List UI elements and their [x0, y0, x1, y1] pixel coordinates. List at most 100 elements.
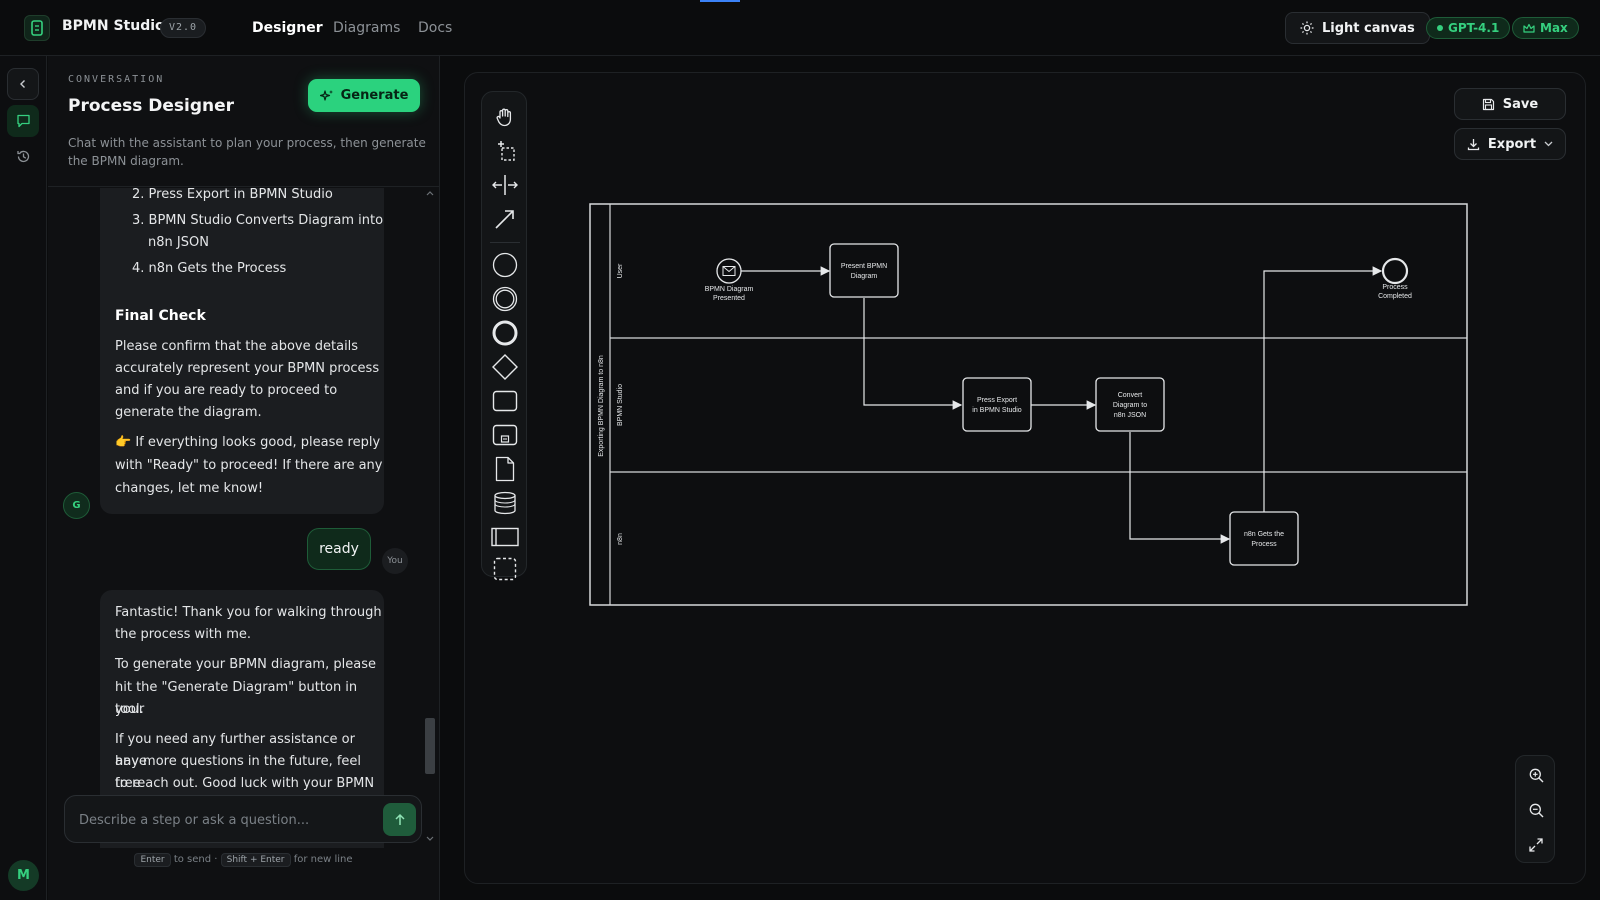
task-label: Process	[1251, 541, 1277, 548]
gateway-icon	[492, 354, 518, 380]
tool-divider	[490, 242, 520, 243]
keyboard-hint: Enter to send · Shift + Enter for new li…	[48, 853, 439, 867]
plan-badge[interactable]: Max	[1512, 17, 1579, 39]
zoom-controls	[1515, 755, 1555, 863]
send-button[interactable]	[383, 803, 416, 836]
light-canvas-label: Light canvas	[1322, 20, 1415, 36]
zoom-out-button[interactable]	[1521, 795, 1551, 825]
group-icon	[493, 557, 517, 581]
export-label: Export	[1487, 136, 1537, 152]
list-item-continued: n8n JSON	[148, 235, 209, 250]
space-tool[interactable]	[489, 170, 521, 200]
bpmn-diagram[interactable]: Exporting BPMN Diagram to n8n User BPMN …	[589, 203, 1469, 607]
diagram-canvas[interactable]: Save Export Exporting BPMN Diagram to n8…	[464, 72, 1586, 884]
pool-tool[interactable]	[489, 522, 521, 552]
zoom-in-button[interactable]	[1521, 760, 1551, 790]
task-label: Convert	[1118, 392, 1143, 399]
collapse-button[interactable]	[7, 68, 39, 100]
subprocess-tool[interactable]	[489, 420, 521, 450]
task-label: Diagram to	[1113, 402, 1147, 409]
task-present-bpmn-diagram[interactable]: Present BPMN Diagram	[829, 243, 899, 298]
chat-input[interactable]	[79, 808, 369, 832]
history-button[interactable]	[7, 140, 39, 172]
subprocess-icon	[492, 424, 518, 446]
task-press-export[interactable]: Press Export in BPMN Studio	[962, 377, 1032, 432]
hint-text: to send ·	[173, 854, 218, 865]
user-avatar[interactable]: M	[8, 860, 39, 891]
nav-diagrams[interactable]: Diagrams	[333, 20, 401, 36]
model-badge[interactable]: GPT-4.1	[1426, 17, 1511, 39]
fit-to-screen-button[interactable]	[1521, 830, 1551, 860]
message-line: Please confirm that the above details	[115, 339, 359, 354]
end-event-tool[interactable]	[489, 318, 521, 348]
shift-enter-key: Shift + Enter	[220, 853, 291, 867]
message-list[interactable]: 2. Press Export in BPMN Studio 3. BPMN S…	[48, 188, 439, 848]
task-label: Press Export	[977, 397, 1017, 404]
group-tool[interactable]	[489, 554, 521, 584]
history-icon	[16, 150, 29, 162]
sequence-flows[interactable]	[741, 266, 1383, 544]
status-dot-icon	[1437, 25, 1443, 31]
task-label: n8n Gets the	[1244, 531, 1284, 538]
light-canvas-button[interactable]: Light canvas	[1285, 12, 1430, 44]
chat-scrollbar[interactable]	[424, 188, 436, 844]
chat-bubble-icon	[16, 114, 30, 128]
task-label: n8n JSON	[1114, 412, 1146, 419]
task-icon	[492, 390, 518, 412]
zoom-in-icon	[1529, 768, 1543, 782]
chat-tab-button[interactable]	[7, 105, 39, 137]
scroll-thumb[interactable]	[425, 718, 435, 774]
lane-label-n8n[interactable]: n8n	[617, 533, 624, 545]
save-label: Save	[1502, 96, 1539, 112]
message-line: the process with me.	[115, 627, 252, 642]
hand-tool[interactable]	[489, 102, 521, 132]
sun-icon	[1300, 21, 1314, 35]
message-line: generate the diagram.	[115, 405, 262, 420]
lane-separators	[610, 337, 1467, 473]
app-logo[interactable]	[24, 15, 50, 41]
task-convert-diagram[interactable]: Convert Diagram to n8n JSON	[1095, 377, 1165, 432]
lasso-tool[interactable]	[489, 136, 521, 166]
hint-text: for new line	[293, 854, 353, 865]
task-tool[interactable]	[489, 386, 521, 416]
left-rail: M	[0, 56, 47, 900]
end-event[interactable]: Process Completed	[1378, 257, 1412, 300]
top-progress-indicator	[700, 0, 740, 2]
export-button[interactable]: Export	[1454, 128, 1566, 160]
task-label: in BPMN Studio	[972, 407, 1022, 414]
logo-icon	[31, 20, 43, 36]
message-line: Fantastic! Thank you for walking through	[115, 605, 382, 620]
lane-label-bpmn-studio[interactable]: BPMN Studio	[617, 384, 624, 426]
save-button[interactable]: Save	[1454, 88, 1566, 120]
message-line: accurately represent your BPMN process	[115, 361, 380, 376]
hand-icon	[496, 108, 512, 127]
data-object-tool[interactable]	[489, 454, 521, 484]
message-line: any more questions in the future, feel f…	[115, 754, 362, 791]
message-line: changes, let me know!	[115, 481, 264, 496]
nav-designer[interactable]: Designer	[252, 20, 323, 36]
pool[interactable]: Exporting BPMN Diagram to n8n	[589, 203, 1468, 606]
start-event[interactable]: BPMN Diagram Presented	[705, 258, 754, 302]
chat-panel: CONVERSATION Process Designer Generate C…	[48, 56, 440, 900]
nav-docs[interactable]: Docs	[418, 20, 453, 36]
assistant-avatar: G	[63, 492, 90, 519]
intermediate-event-tool[interactable]	[489, 284, 521, 314]
gateway-tool[interactable]	[489, 352, 521, 382]
user-label: You	[382, 548, 408, 574]
arrow-up-icon	[394, 813, 405, 825]
chat-description: Chat with the assistant to plan your pro…	[68, 136, 426, 168]
message-line: If you need any further assistance or ha…	[115, 732, 355, 769]
generate-button[interactable]: Generate	[308, 79, 420, 112]
message-line: and if you are ready to proceed to	[115, 383, 338, 398]
data-store-icon	[494, 491, 516, 515]
message-line: tool.	[115, 702, 144, 717]
pool-label: Exporting BPMN Diagram to n8n	[598, 355, 605, 457]
task-n8n-gets-process[interactable]: n8n Gets the Process	[1229, 511, 1299, 566]
data-store-tool[interactable]	[489, 488, 521, 518]
lane-label-user[interactable]: User	[617, 263, 624, 278]
start-event-tool[interactable]	[489, 250, 521, 280]
space-tool-icon	[492, 175, 518, 195]
intermediate-event-icon	[492, 286, 518, 312]
chat-composer	[64, 795, 422, 843]
connect-tool[interactable]	[489, 204, 521, 234]
